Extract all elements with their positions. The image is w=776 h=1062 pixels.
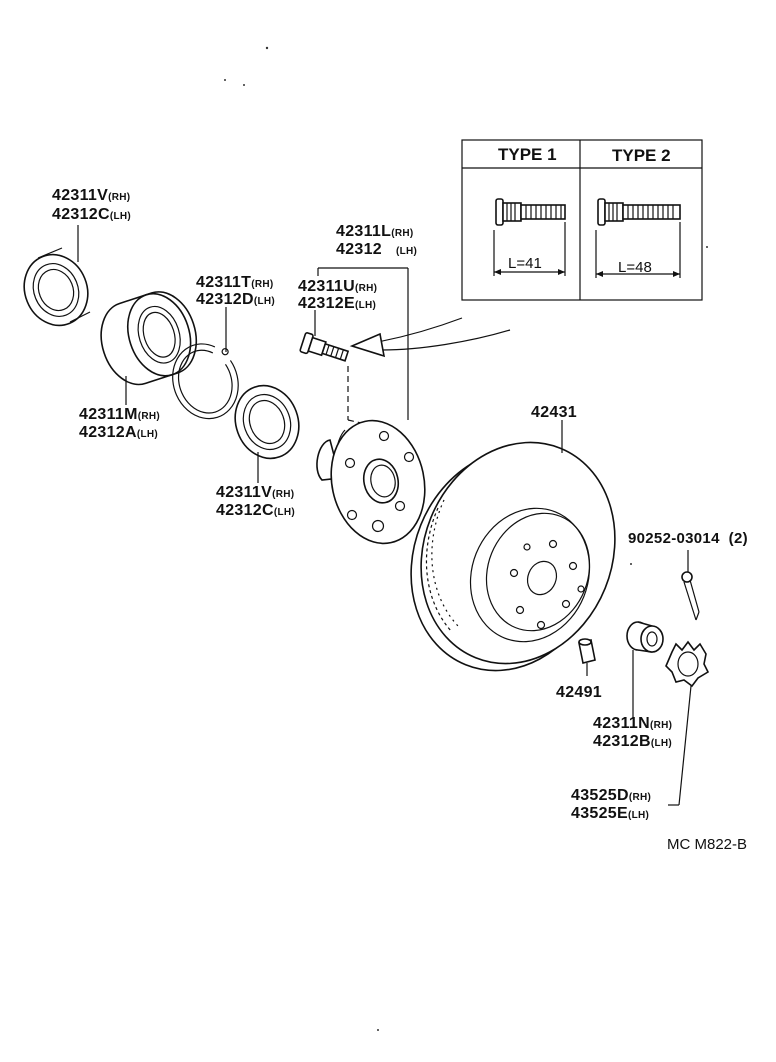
part-number-rh: 43525D [571, 787, 629, 804]
type-pointer-arrow [349, 317, 511, 358]
type1-header: TYPE 1 [498, 145, 557, 164]
label-bearing: 42311M(RH) 42312A(LH) [79, 406, 160, 441]
part-number-rh: 42311V [216, 484, 272, 501]
label-seal-outer: 42311V(RH) 42312C(LH) [52, 187, 131, 223]
label-hub-bolt: 42311U(RH) 42312E(LH) [298, 278, 377, 312]
rh-tag: (RH) [629, 792, 651, 803]
rh-tag: (RH) [391, 228, 413, 239]
svg-text:42312A(LH): 42312A(LH) [79, 424, 158, 441]
svg-text:42312D(LH): 42312D(LH) [196, 291, 275, 308]
label-disc: 42431 [531, 404, 577, 421]
part-number-lh: 42312E [298, 295, 355, 312]
rh-tag: (RH) [355, 283, 377, 294]
svg-text:42311V(RH): 42311V(RH) [52, 187, 130, 204]
hub-bolt [299, 332, 367, 425]
type1-length: L=41 [508, 255, 542, 272]
part-number: 42431 [531, 404, 577, 421]
rh-tag: (RH) [138, 411, 160, 422]
label-snap-ring: 42311T(RH) 42312D(LH) [196, 274, 275, 308]
lh-tag: (LH) [274, 507, 295, 518]
part-number-rh: 42311L [336, 223, 391, 240]
hole-plug [578, 638, 596, 664]
lh-tag: (LH) [137, 429, 158, 440]
lh-tag: (LH) [396, 246, 417, 257]
part-number-lh: 42312C [52, 206, 110, 223]
hub-bearing [100, 291, 198, 386]
part-number-lh: 42312A [79, 424, 137, 441]
svg-text:42311T(RH): 42311T(RH) [196, 274, 274, 291]
diagram-reference-code: MC M822-B [667, 836, 747, 853]
axle-hub [316, 419, 426, 545]
svg-text:42312B(LH): 42312B(LH) [593, 733, 672, 750]
type1-stud-drawing: L=41 [493, 198, 566, 276]
part-number: 90252-03014 (2) [628, 530, 748, 547]
cotter-pin [681, 571, 700, 621]
part-number-lh: 43525E [571, 805, 628, 822]
type2-stud-drawing: L=48 [595, 198, 681, 278]
part-number-rh: 42311N [593, 715, 650, 732]
svg-text:42311V(RH): 42311V(RH) [216, 484, 294, 501]
part-number-lh: 42312D [196, 291, 254, 308]
stud-type-table: TYPE 1 TYPE 2 L=41 [461, 139, 703, 301]
svg-text:42312(LH): 42312 (LH) [336, 241, 417, 258]
rh-tag: (RH) [650, 720, 672, 731]
rh-tag: (RH) [272, 489, 294, 500]
scan-specks [224, 46, 708, 1031]
svg-text:43525D(RH): 43525D(RH) [571, 787, 651, 804]
label-cap: 43525D(RH) 43525E(LH) [571, 787, 651, 822]
oil-seal-outer [23, 247, 91, 327]
svg-text:42312C(LH): 42312C(LH) [216, 502, 295, 519]
hub-nut [626, 621, 664, 653]
part-number-rh: 42311M [79, 406, 138, 423]
part-number: 42491 [556, 684, 602, 701]
lh-tag: (LH) [651, 738, 672, 749]
part-number-lh: 42312 [336, 241, 382, 258]
lh-tag: (LH) [254, 296, 275, 307]
oil-seal-inner [234, 384, 300, 460]
svg-text:42311L(RH): 42311L(RH) [336, 223, 414, 240]
svg-text:42311M(RH): 42311M(RH) [79, 406, 160, 423]
part-number-rh: 42311V [52, 187, 108, 204]
part-number-rh: 42311U [298, 278, 355, 295]
svg-text:42312E(LH): 42312E(LH) [298, 295, 376, 312]
lh-tag: (LH) [628, 810, 649, 821]
type2-length: L=48 [618, 259, 652, 276]
lh-tag: (LH) [110, 211, 131, 222]
type2-header: TYPE 2 [612, 146, 671, 165]
svg-text:42311N(RH): 42311N(RH) [593, 715, 672, 732]
part-number-lh: 42312B [593, 733, 651, 750]
label-nut: 42311N(RH) 42312B(LH) [593, 715, 672, 750]
rh-tag: (RH) [251, 279, 273, 290]
part-number-rh: 42311T [196, 274, 251, 291]
svg-text:42312C(LH): 42312C(LH) [52, 206, 131, 223]
label-seal-inner: 42311V(RH) 42312C(LH) [216, 484, 295, 519]
lock-nut-cap [665, 640, 710, 688]
snap-ring [172, 343, 239, 420]
svg-text:42311U(RH): 42311U(RH) [298, 278, 377, 295]
svg-text:43525E(LH): 43525E(LH) [571, 805, 649, 822]
rh-tag: (RH) [108, 192, 130, 203]
part-number-lh: 42312C [216, 502, 274, 519]
label-hub: 42311L(RH) 42312 (LH) [336, 223, 417, 258]
leader-hub [317, 267, 409, 420]
label-cotter-pin: 90252-03014 (2) [628, 530, 748, 547]
leader-cap [668, 685, 692, 806]
lh-tag: (LH) [355, 300, 376, 311]
label-plug: 42491 [556, 684, 602, 701]
brake-disc [410, 441, 616, 672]
